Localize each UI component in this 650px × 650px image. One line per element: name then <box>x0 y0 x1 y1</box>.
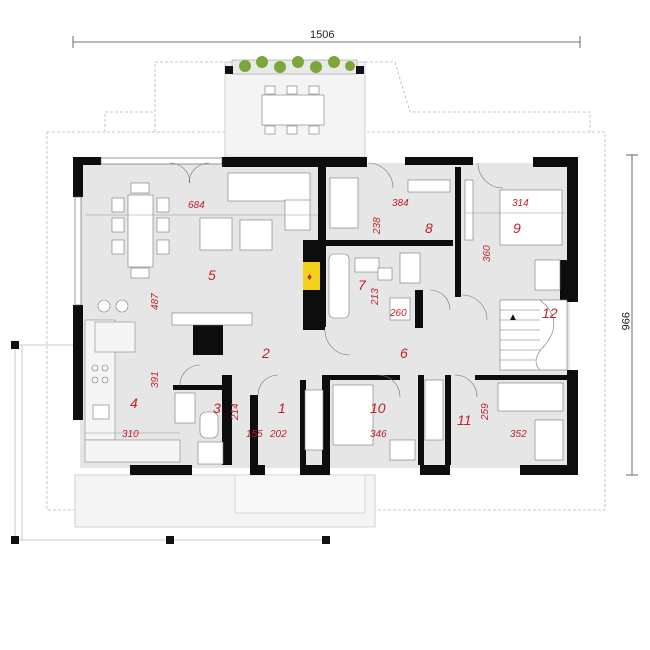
room-number: 11 <box>457 412 472 428</box>
stove-icon <box>91 364 109 384</box>
dimension-label: 384 <box>392 198 409 209</box>
room-number: 10 <box>370 400 386 416</box>
dimension-label: 352 <box>510 429 527 440</box>
dimension-label: 360 <box>482 245 493 262</box>
dimension-label: 214 <box>230 403 241 421</box>
shower <box>389 297 411 321</box>
wardrobe <box>424 379 444 441</box>
dimension-label: 310 <box>122 429 139 440</box>
fireplace <box>303 262 320 290</box>
shower <box>399 252 421 284</box>
dimension-label: 260 <box>389 308 407 319</box>
room-number: 2 <box>261 345 270 361</box>
dimension-label: 259 <box>480 403 491 421</box>
pergola-post <box>11 341 19 349</box>
dimension-label: 487 <box>150 293 161 310</box>
overall-depth-dimension-line <box>626 154 638 476</box>
tv-stand <box>171 312 253 326</box>
dining-table <box>111 182 170 279</box>
window <box>100 157 223 165</box>
overall-width-dimension-line <box>72 36 581 48</box>
staircase <box>499 299 568 371</box>
planter-post <box>356 66 364 74</box>
dimension-label: 391 <box>150 371 161 388</box>
room-number: 12 <box>542 305 558 321</box>
dimension-label: 238 <box>372 217 383 235</box>
door-swings <box>169 162 504 398</box>
sofa <box>329 177 359 229</box>
room-number: 4 <box>130 395 138 411</box>
pergola-post <box>322 536 330 544</box>
desk <box>407 179 451 193</box>
entrance-steps <box>234 474 366 514</box>
sink-icon <box>92 404 110 420</box>
plant-icon <box>239 56 355 73</box>
room-number: 5 <box>208 267 216 283</box>
dimension-label: 346 <box>370 429 387 440</box>
dimension-label: 202 <box>269 429 287 440</box>
room-number: 3 <box>213 400 221 416</box>
dimension-label: 213 <box>370 288 381 306</box>
toilet <box>377 267 393 281</box>
bed <box>332 384 416 461</box>
bed <box>464 179 563 291</box>
bathtub <box>328 253 350 319</box>
room-number: 7 <box>358 277 367 293</box>
overall-width-label: 1506 <box>310 29 334 41</box>
dimension-guides <box>85 212 565 434</box>
sofa <box>199 172 311 251</box>
room-number: 9 <box>513 220 521 236</box>
toilet <box>199 411 219 439</box>
shower <box>197 441 224 465</box>
stair-arrow-icon: ▲ <box>508 312 518 323</box>
outdoor-table <box>261 85 325 135</box>
walls <box>73 157 578 475</box>
wardrobe <box>304 389 324 451</box>
pergola-post <box>166 536 174 544</box>
bar-stools <box>97 299 129 313</box>
boiler <box>174 392 196 424</box>
dimension-label: 684 <box>188 200 205 211</box>
pergola-post <box>11 536 19 544</box>
dimension-label: 314 <box>512 198 529 209</box>
room-number: 1 <box>278 400 286 416</box>
planter-post <box>225 66 233 74</box>
dimension-label: 155 <box>246 429 263 440</box>
bed <box>497 382 564 461</box>
washbasin <box>354 257 380 273</box>
kitchen-counter <box>84 319 181 463</box>
window <box>74 196 82 306</box>
overall-depth-label: 996 <box>619 312 631 330</box>
room-number: 8 <box>425 220 433 236</box>
fire-icon: ♦ <box>307 272 312 283</box>
room-number: 6 <box>400 345 408 361</box>
